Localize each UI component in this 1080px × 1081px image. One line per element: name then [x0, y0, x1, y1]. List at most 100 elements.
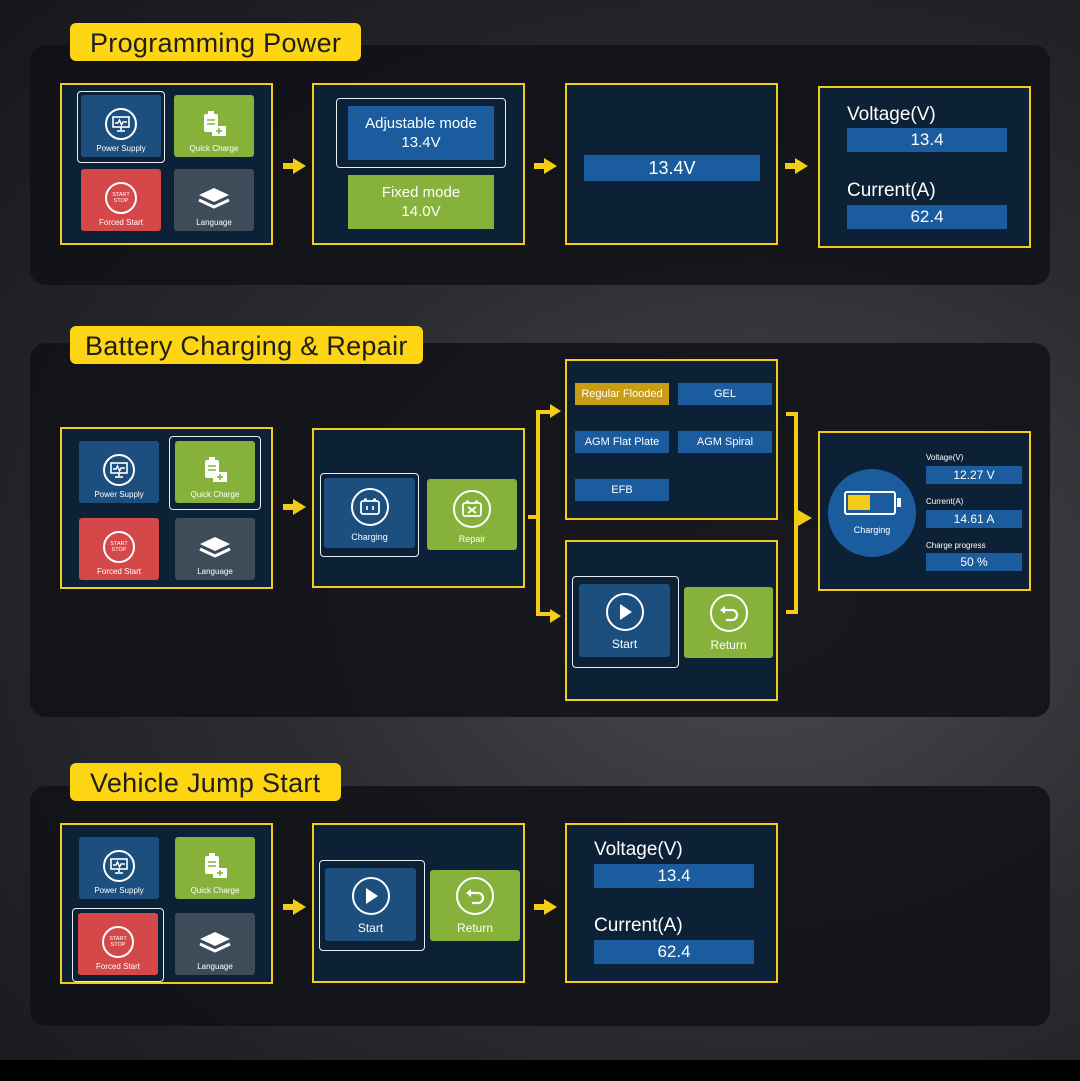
layers-icon	[199, 537, 231, 558]
current-label: Current(A)	[847, 180, 936, 201]
charging-label: Charging	[351, 532, 388, 542]
start-stop-icon: START STOP	[102, 926, 134, 958]
battery-type-agm-flat-plate[interactable]: AGM Flat Plate	[575, 431, 669, 453]
forced-start-tile[interactable]: START STOP Forced Start	[78, 913, 158, 975]
main-menu-panel: Power Supply Quick Charge START STOP For…	[60, 427, 273, 589]
voltage-label: Voltage(V)	[847, 104, 936, 125]
selection-highlight	[77, 91, 165, 163]
programming-power-title: Programming Power	[70, 23, 362, 61]
monitor-icon	[105, 108, 137, 140]
power-supply-label: Power Supply	[96, 144, 146, 153]
battery-charging-title: Battery Charging & Repair	[70, 326, 423, 364]
return-icon	[456, 877, 494, 915]
quick-charge-tile[interactable]: Quick Charge	[175, 441, 255, 503]
readout-panel: Voltage(V) 13.4 Current(A) 62.4	[818, 86, 1031, 248]
adjustable-mode-button[interactable]: Adjustable mode 13.4V	[348, 106, 494, 160]
start-label: Start	[357, 921, 384, 935]
charge-repair-panel: Charging Repair	[312, 428, 525, 588]
battery-type-regular-flooded[interactable]: Regular Flooded	[575, 383, 669, 405]
fixed-mode-button[interactable]: Fixed mode 14.0V	[348, 175, 494, 229]
charge-progress-label: Charge progress	[926, 541, 986, 550]
adjustable-mode-value: 13.4V	[401, 134, 441, 151]
flow-arrow	[283, 158, 306, 174]
charging-button[interactable]: Charging	[324, 478, 415, 548]
battery-type-efb[interactable]: EFB	[575, 479, 669, 501]
layers-icon	[199, 932, 231, 953]
voltage-value: 13.4	[594, 864, 754, 888]
battery-type-gel[interactable]: GEL	[678, 383, 772, 405]
return-button[interactable]: Return	[430, 870, 520, 941]
charging-status-label: Charging	[853, 525, 891, 535]
forced-start-tile[interactable]: START STOP Forced Start	[79, 518, 159, 580]
language-tile[interactable]: Language	[175, 913, 255, 975]
adjustable-mode-label: Adjustable mode	[365, 115, 477, 132]
language-tile[interactable]: Language	[175, 518, 255, 580]
battery-plus-icon	[205, 457, 227, 482]
set-voltage-value[interactable]: 13.4V	[584, 155, 760, 181]
play-icon	[605, 593, 644, 631]
start-stop-text-1: START	[109, 936, 127, 942]
forced-start-tile[interactable]: START STOP Forced Start	[81, 169, 161, 231]
return-button[interactable]: Return	[684, 587, 773, 658]
battery-level-icon	[843, 491, 901, 515]
start-stop-text-2: STOP	[110, 942, 126, 948]
start-label: Start	[611, 637, 638, 651]
flow-arrow	[534, 158, 557, 174]
language-tile[interactable]: Language	[174, 169, 254, 231]
battery-repair-icon	[453, 490, 491, 528]
bracket-arrow-bottom	[550, 609, 561, 623]
battery-charging-icon	[350, 488, 389, 526]
language-label: Language	[197, 962, 233, 971]
battery-plus-icon	[205, 853, 227, 878]
battery-type-panel: Regular Flooded GEL AGM Flat Plate AGM S…	[565, 359, 778, 520]
start-stop-text-1: START	[110, 541, 128, 547]
fixed-mode-value: 14.0V	[401, 203, 441, 220]
charging-status-panel: Charging Voltage(V) 12.27 V Current(A) 1…	[818, 431, 1031, 591]
quick-charge-label: Quick Charge	[190, 490, 240, 499]
start-stop-text-1: START	[112, 192, 130, 198]
power-supply-tile[interactable]: Power Supply	[81, 95, 161, 157]
battery-plus-icon	[204, 111, 226, 136]
status-voltage-label: Voltage(V)	[926, 453, 964, 462]
quick-charge-label: Quick Charge	[190, 886, 240, 895]
monitor-icon	[103, 454, 135, 486]
status-voltage-value: 12.27 V	[926, 466, 1022, 484]
current-value: 62.4	[847, 205, 1007, 229]
status-current-value: 14.61 A	[926, 510, 1022, 528]
battery-type-agm-spiral[interactable]: AGM Spiral	[678, 431, 772, 453]
forced-start-label: Forced Start	[95, 962, 140, 971]
bracket-arrow-top	[550, 404, 561, 418]
start-stop-text-2: STOP	[113, 198, 129, 204]
flow-arrow	[283, 499, 306, 515]
quick-charge-tile[interactable]: Quick Charge	[174, 95, 254, 157]
repair-label: Repair	[458, 534, 486, 544]
power-supply-tile[interactable]: Power Supply	[79, 837, 159, 899]
split-bracket	[536, 410, 550, 616]
repair-button[interactable]: Repair	[427, 479, 517, 550]
language-label: Language	[196, 218, 232, 227]
selection-highlight	[572, 576, 679, 668]
flow-arrow	[785, 158, 808, 174]
return-label: Return	[456, 921, 494, 935]
bottom-bar	[0, 1060, 1080, 1081]
return-icon	[709, 594, 748, 632]
merge-bracket	[786, 412, 798, 614]
flow-arrow	[534, 899, 557, 915]
battery-level-fill	[847, 495, 870, 510]
fixed-mode-label: Fixed mode	[381, 184, 461, 201]
current-value: 62.4	[594, 940, 754, 964]
jump-start-title: Vehicle Jump Start	[70, 763, 341, 801]
start-stop-icon: START STOP	[103, 531, 135, 563]
main-menu-panel: Power Supply Quick Charge START STOP For…	[60, 83, 273, 245]
selection-highlight	[320, 473, 419, 557]
language-label: Language	[197, 567, 233, 576]
power-supply-tile[interactable]: Power Supply	[79, 441, 159, 503]
forced-start-label: Forced Start	[98, 218, 143, 227]
start-button[interactable]: Start	[325, 868, 416, 941]
selection-highlight	[72, 908, 164, 982]
start-button[interactable]: Start	[579, 584, 670, 657]
battery-terminal	[896, 498, 901, 507]
voltage-value: 13.4	[847, 128, 1007, 152]
current-label: Current(A)	[594, 915, 683, 936]
quick-charge-tile[interactable]: Quick Charge	[175, 837, 255, 899]
